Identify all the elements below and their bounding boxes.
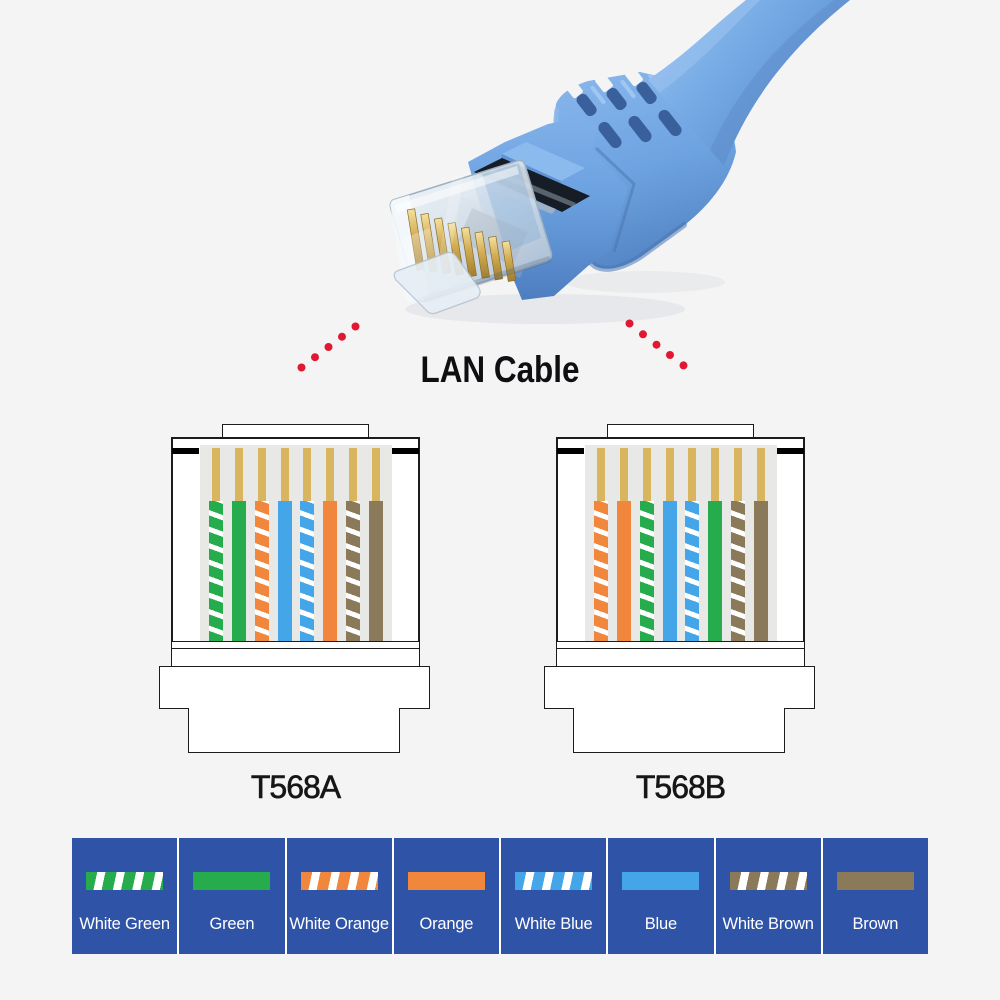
legend-item-white-blue: White Blue	[499, 838, 607, 954]
legend-label: Blue	[644, 915, 677, 933]
wire-body	[616, 501, 631, 642]
wire-body	[369, 501, 383, 642]
gold-pin	[688, 448, 697, 502]
gold-pin	[619, 448, 628, 502]
wire-green	[231, 445, 246, 642]
plug-shadow	[405, 294, 685, 324]
connector-cable-tab	[607, 424, 754, 439]
gold-pin	[596, 448, 605, 502]
gold-pin	[326, 448, 335, 502]
legend-swatch-orange	[407, 872, 485, 890]
legend-swatch-green	[193, 872, 271, 890]
dotted-line-left	[297, 322, 360, 372]
wire-body	[708, 501, 723, 642]
legend-swatch-white-blue	[515, 872, 593, 890]
color-legend: White Green Green White Orange Orange White …	[72, 838, 928, 954]
wire-white-orange	[593, 445, 608, 642]
wire-panel	[585, 445, 777, 642]
wire-panel	[200, 445, 392, 642]
legend-item-white-brown: White Brown	[713, 838, 821, 954]
gold-pin	[372, 448, 380, 502]
gold-pin	[642, 448, 651, 502]
legend-item-white-orange: White Orange	[284, 838, 392, 954]
wire-body	[231, 501, 246, 642]
wire-body	[300, 501, 315, 642]
connector-clip	[573, 708, 785, 753]
connector-neck-lower	[171, 648, 420, 667]
connector-collar	[544, 666, 815, 709]
connector-body	[171, 437, 420, 643]
legend-item-brown: Brown	[820, 838, 928, 954]
connector-clip	[188, 708, 400, 753]
connector-body	[556, 437, 805, 643]
wire-body	[593, 501, 608, 642]
wire-body	[254, 501, 269, 642]
wire-body	[208, 501, 223, 642]
gold-pin	[280, 448, 289, 502]
gold-pin	[303, 448, 312, 502]
wire-body	[639, 501, 654, 642]
gold-pin	[665, 448, 674, 502]
wire-body	[685, 501, 700, 642]
gold-pin	[211, 448, 220, 502]
connector-neck-lower	[556, 648, 805, 667]
wire-white-brown	[731, 445, 746, 642]
contact-bar-right	[777, 448, 804, 454]
connector-label: T568B	[635, 769, 727, 806]
legend-label: White Brown	[722, 915, 814, 933]
wire-white-green	[639, 445, 654, 642]
gold-pin	[757, 448, 765, 502]
legend-item-white-green: White Green	[72, 838, 178, 954]
contact-bar-left	[557, 448, 584, 454]
legend-label: Brown	[852, 915, 899, 933]
ethernet-cable-image	[389, 0, 850, 324]
legend-item-orange: Orange	[391, 838, 499, 954]
connector-collar	[159, 666, 430, 709]
wire-white-blue	[300, 445, 315, 642]
connector-cable-tab	[222, 424, 369, 439]
wire-orange	[323, 445, 338, 642]
wire-blue	[277, 445, 292, 642]
wire-body	[731, 501, 746, 642]
plug-shadow-2	[565, 271, 725, 293]
wire-body	[277, 501, 292, 642]
dotted-line-right	[625, 319, 688, 370]
gold-pin	[349, 448, 358, 502]
wire-blue	[662, 445, 677, 642]
cable-cord	[648, 0, 850, 166]
wire-green	[708, 445, 723, 642]
legend-label: White Orange	[289, 915, 389, 933]
wire-brown	[754, 445, 768, 642]
wire-orange	[616, 445, 631, 642]
legend-label: Orange	[419, 915, 474, 933]
wire-body	[662, 501, 677, 642]
legend-swatch-white-orange	[300, 872, 378, 890]
connector-label: T568A	[250, 769, 342, 806]
legend-label: White Green	[79, 915, 170, 933]
gold-pin	[711, 448, 720, 502]
contact-bar-right	[392, 448, 419, 454]
legend-swatch-white-green	[86, 872, 164, 890]
wire-white-brown	[346, 445, 361, 642]
wire-white-orange	[254, 445, 269, 642]
wire-white-blue	[685, 445, 700, 642]
page-title: LAN Cable	[420, 349, 580, 390]
wire-body	[754, 501, 768, 642]
gold-pin	[234, 448, 243, 502]
gold-pin	[257, 448, 266, 502]
legend-label: White Blue	[514, 915, 593, 933]
legend-swatch-white-brown	[729, 872, 807, 890]
wire-white-green	[208, 445, 223, 642]
latch-clip	[393, 251, 481, 315]
legend-item-blue: Blue	[606, 838, 714, 954]
legend-item-green: Green	[177, 838, 285, 954]
gold-pin	[734, 448, 743, 502]
wire-body	[323, 501, 338, 642]
legend-label: Green	[209, 915, 255, 933]
wire-body	[346, 501, 361, 642]
wire-brown	[369, 445, 383, 642]
contact-bar-left	[172, 448, 199, 454]
legend-swatch-brown	[836, 872, 914, 890]
legend-swatch-blue	[622, 872, 700, 890]
